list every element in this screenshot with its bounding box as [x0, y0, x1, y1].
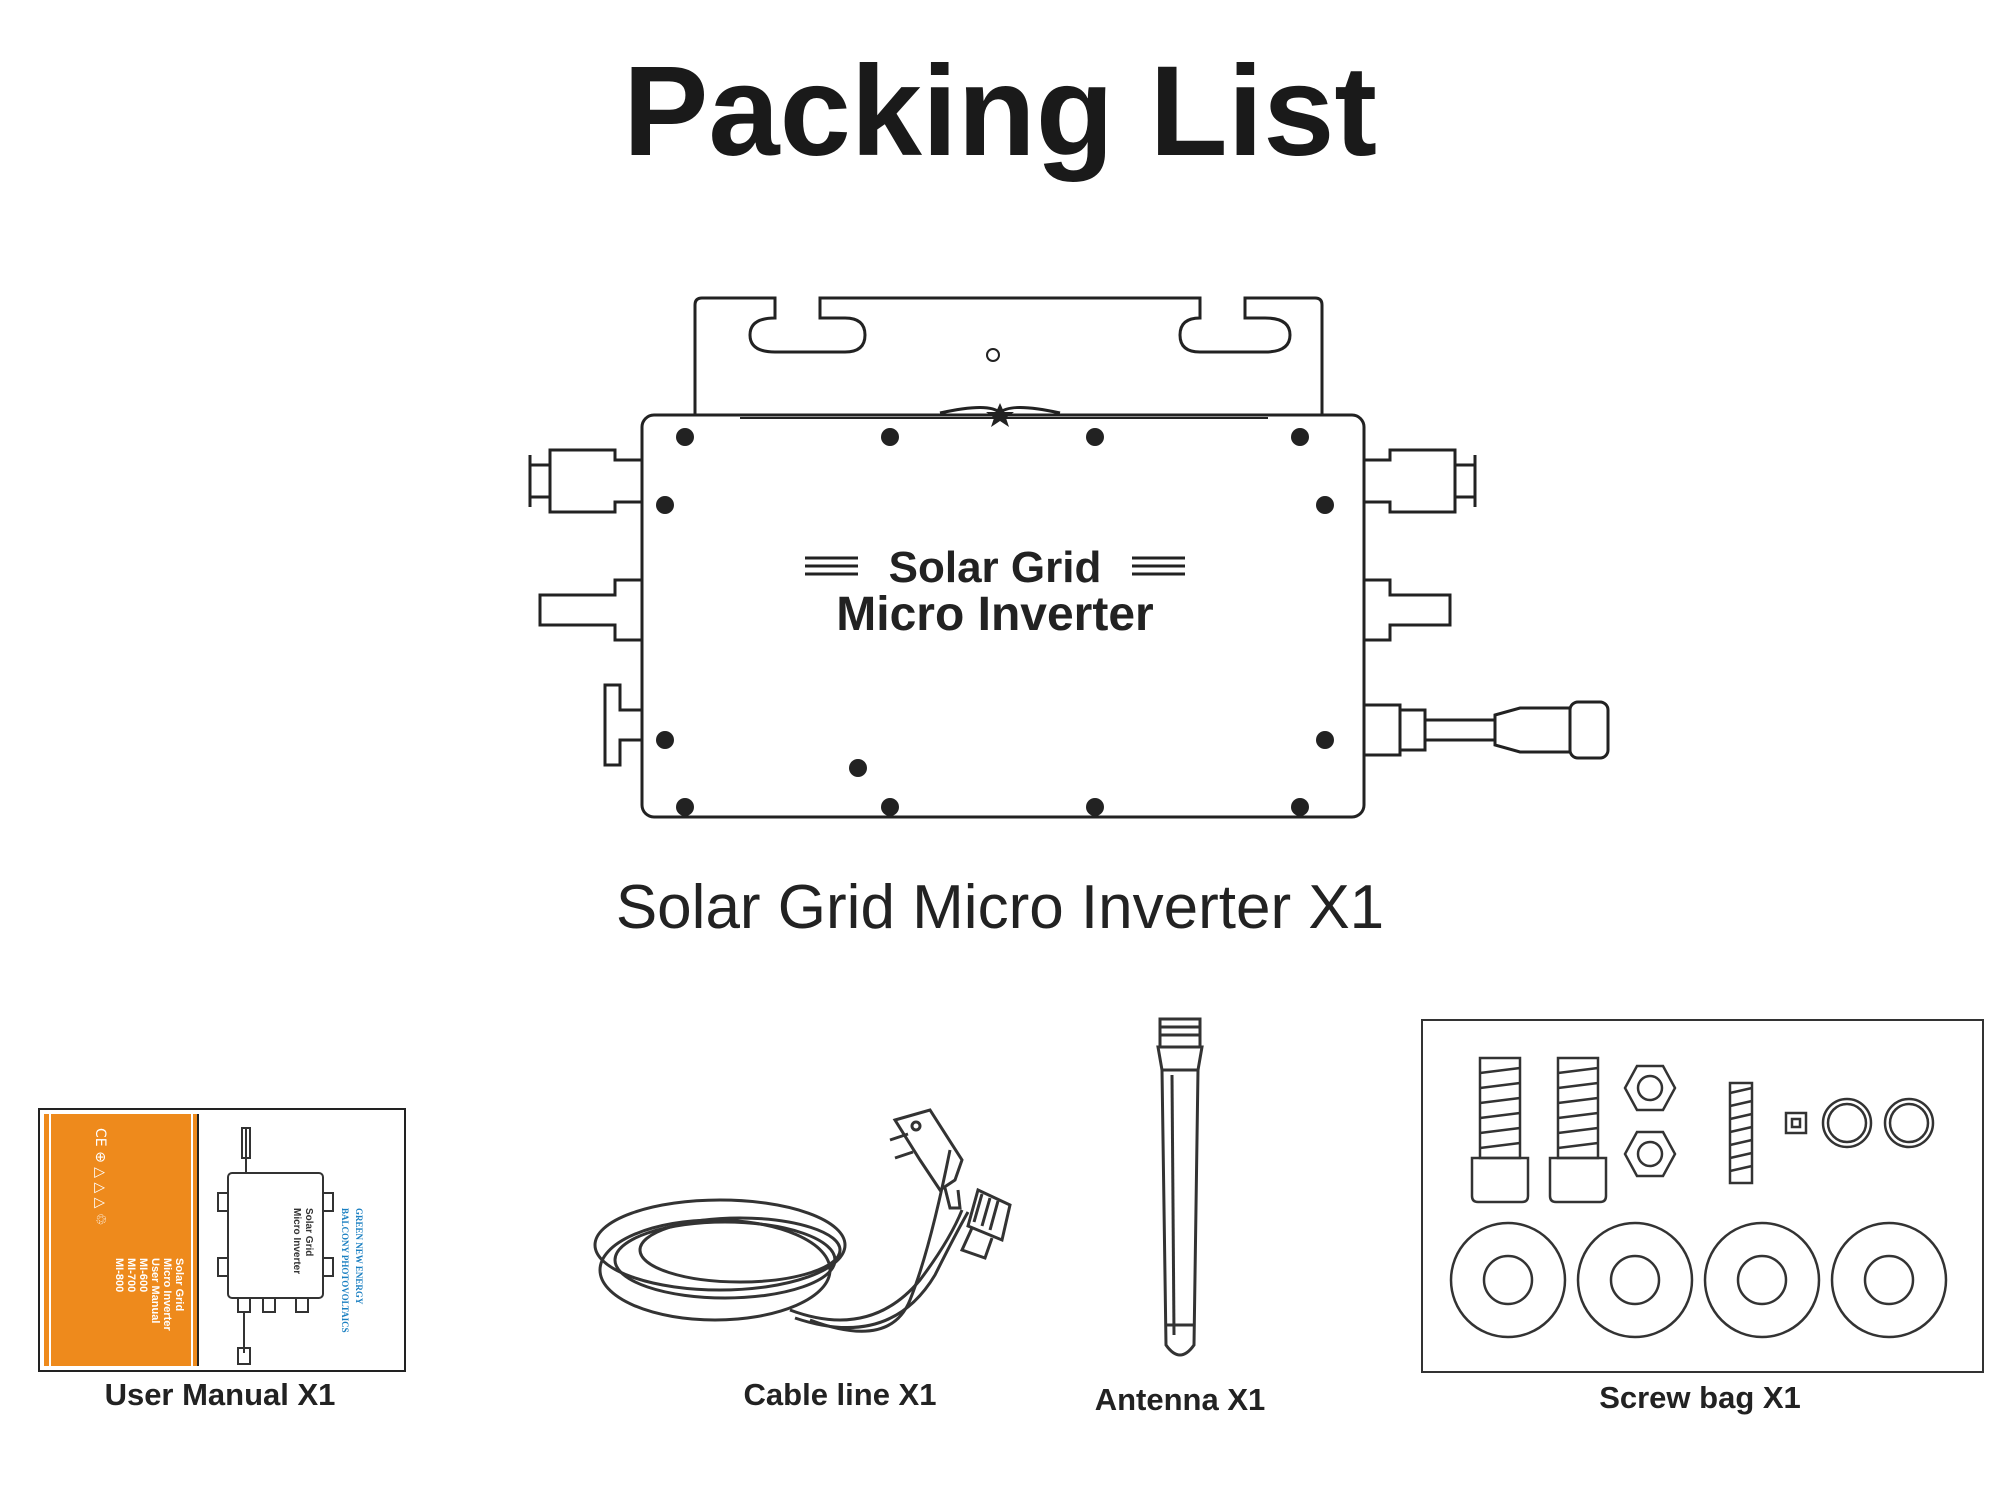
inverter-label-line2: Micro Inverter	[836, 588, 1153, 641]
page-title: Packing List	[623, 40, 1377, 183]
manual-model-2: User Manual	[149, 1258, 161, 1323]
manual-model-5: MI-800	[113, 1258, 125, 1292]
manual-model-1: Micro Inverter	[161, 1258, 173, 1331]
svg-text:Micro Inverter: Micro Inverter	[291, 1208, 302, 1274]
antenna-illustration	[1156, 1017, 1204, 1357]
user-manual-illustration: CE ⊕ △ △ △ ♲ Solar Grid Micro Inverter U…	[38, 1108, 406, 1372]
inverter-label-line1: Solar Grid	[889, 543, 1102, 592]
manual-cover-line-2: BALCONY PHOTOVOLTAICS	[340, 1208, 350, 1333]
inverter-caption: Solar Grid Micro Inverter X1	[615, 873, 1385, 942]
cable-line-caption: Cable line X1	[743, 1377, 937, 1412]
screw-bag-illustration	[1421, 1019, 1984, 1373]
manual-cert-symbols: CE ⊕ △ △ △ ♲	[92, 1128, 108, 1225]
manual-model-4: MI-700	[125, 1258, 137, 1292]
manual-model-3: MI-600	[137, 1258, 149, 1292]
screw-bag-caption: Screw bag X1	[1599, 1380, 1801, 1415]
svg-text:Solar Grid: Solar Grid	[303, 1208, 314, 1256]
cable-line-illustration	[593, 1108, 1012, 1333]
manual-model-0: Solar Grid	[173, 1258, 185, 1311]
user-manual-caption: User Manual X1	[104, 1377, 336, 1412]
micro-inverter-illustration: Solar Grid Micro Inverter	[528, 296, 1610, 819]
manual-cover-line-1: GREEN NEW ENERGY	[354, 1208, 364, 1305]
antenna-caption: Antenna X1	[1094, 1382, 1266, 1417]
